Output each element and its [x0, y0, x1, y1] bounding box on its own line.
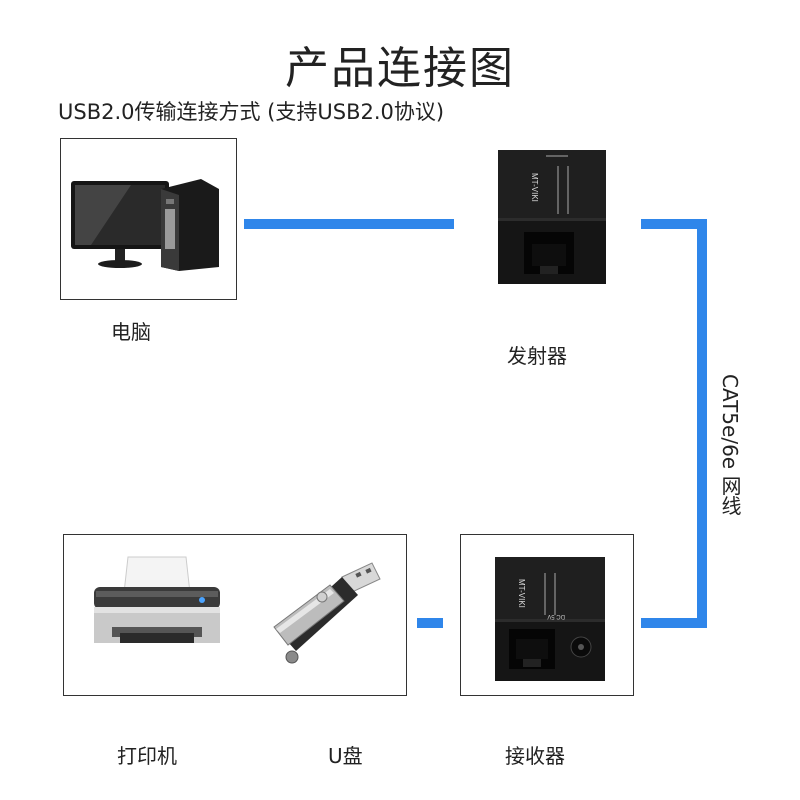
receiver-icon: MT-VIKI DC 5V [495, 557, 605, 681]
usb-disk-icon [273, 562, 381, 664]
computer-box [60, 138, 237, 300]
lan-cable-vertical [697, 219, 707, 628]
computer-label: 电脑 [111, 320, 151, 344]
transmitter-device: MT-VIKI [488, 148, 612, 284]
receiver-power-mark: DC 5V [547, 613, 565, 619]
receiver-label: 接收器 [505, 744, 565, 768]
udisk-label: U盘 [328, 744, 363, 768]
printer-icon [94, 556, 220, 643]
transmitter-brand: MT-VIKI [530, 173, 539, 202]
usb-cable-peripherals-receiver [417, 618, 443, 628]
receiver-box: MT-VIKI DC 5V [460, 534, 634, 696]
cable-label: CAT5e/6e 网线 [718, 374, 742, 516]
receiver-brand: MT-VIKI [517, 579, 526, 608]
transmitter-icon: MT-VIKI [498, 150, 606, 284]
lan-cable-bottom-horizontal [641, 618, 707, 628]
peripherals-box [63, 534, 407, 696]
computer-icon [71, 179, 219, 271]
subtitle: USB2.0传输连接方式 (支持USB2.0协议) [58, 100, 445, 124]
page-title: 产品连接图 [285, 43, 515, 94]
printer-label: 打印机 [117, 744, 177, 768]
usb-cable-computer-transmitter [244, 219, 454, 229]
lan-cable-top-horizontal [641, 219, 707, 229]
transmitter-label: 发射器 [507, 344, 567, 368]
